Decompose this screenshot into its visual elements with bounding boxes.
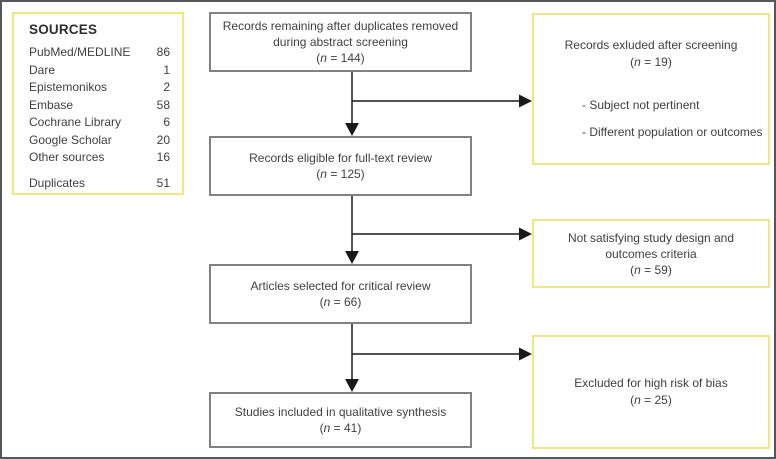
source-label: Cochrane Library [29, 115, 122, 129]
flow-box-text: Studies included in qualitative synthesi… [234, 405, 447, 419]
arrowhead-down-icon [345, 379, 359, 392]
exclusion-reasons-list: - Subject not pertinent - Different popu… [534, 97, 768, 140]
arrowhead-down-icon [345, 123, 359, 136]
source-count: 1 [163, 62, 170, 77]
flow-box-full-text-review: Records eligible for full-text review (n… [209, 136, 472, 196]
exclusion-title: Excluded for high risk of bias [574, 376, 728, 390]
n-count: (n = 59) [630, 262, 672, 277]
sources-panel-title: SOURCES [29, 22, 98, 37]
arrowhead-right-icon [519, 347, 532, 361]
source-count: 58 [156, 97, 170, 112]
source-row-dare: Dare 1 [29, 64, 170, 76]
exclusion-title: Records exluded after screening [564, 38, 738, 52]
source-count: 16 [156, 150, 170, 164]
source-count: 86 [156, 45, 170, 59]
n-count: (n = 66) [319, 295, 362, 309]
source-row-cochrane: Cochrane Library 6 [29, 116, 170, 128]
exclusion-box-screening: Records exluded after screening (n = 19)… [532, 13, 770, 165]
flow-box-critical-review: Articles selected for critical review (n… [209, 264, 472, 324]
sources-panel: SOURCES PubMed/MEDLINE 86 Dare 1 Epistem… [12, 12, 184, 195]
arrowhead-right-icon [519, 94, 532, 108]
n-count: (n = 19) [630, 55, 672, 69]
source-label: Embase [29, 97, 74, 112]
source-row-pubmed: PubMed/MEDLINE 86 [29, 46, 170, 58]
flow-box-text: Records eligible for full-text review [249, 151, 432, 165]
source-row-epistemonikos: Epistemonikos 2 [29, 81, 170, 93]
exclusion-box-study-design: Not satisfying study design and outcomes… [532, 219, 770, 288]
source-count: 2 [163, 80, 170, 94]
exclusion-title: outcomes criteria [605, 246, 697, 261]
source-count: 6 [163, 115, 170, 129]
flow-box-text: Records remaining after duplicates remov… [222, 19, 459, 33]
arrowhead-right-icon [519, 227, 532, 241]
source-row-google-scholar: Google Scholar 20 [29, 134, 170, 146]
source-row-embase: Embase 58 [29, 99, 170, 111]
flow-box-records-remaining: Records remaining after duplicates remov… [209, 12, 472, 72]
n-count: (n = 144) [316, 51, 365, 65]
n-count: (n = 125) [316, 167, 365, 181]
flow-box-text: during abstract screening [273, 35, 408, 49]
exclusion-title: Not satisfying study design and [567, 230, 735, 245]
source-label: Epistemonikos [29, 80, 108, 94]
source-label: Google Scholar [29, 132, 112, 147]
arrowhead-down-icon [345, 251, 359, 264]
exclusion-reason: - Subject not pertinent [582, 98, 700, 112]
n-count: (n = 41) [319, 421, 362, 435]
exclusion-reason: - Different population or outcomes [582, 125, 763, 139]
source-count: 20 [156, 132, 170, 147]
source-label: Duplicates [29, 176, 86, 190]
source-label: PubMed/MEDLINE [29, 45, 131, 59]
source-label: Other sources [29, 150, 105, 164]
source-row-other: Other sources 16 [29, 151, 170, 163]
source-count: 51 [156, 176, 170, 190]
source-row-duplicates: Duplicates 51 [29, 177, 170, 189]
flow-box-qualitative-synthesis: Studies included in qualitative synthesi… [209, 392, 472, 448]
exclusion-box-risk-of-bias: Excluded for high risk of bias (n = 25) [532, 335, 770, 449]
n-count: (n = 25) [630, 393, 672, 407]
source-label: Dare [29, 62, 56, 77]
flow-box-text: Articles selected for critical review [250, 279, 431, 293]
